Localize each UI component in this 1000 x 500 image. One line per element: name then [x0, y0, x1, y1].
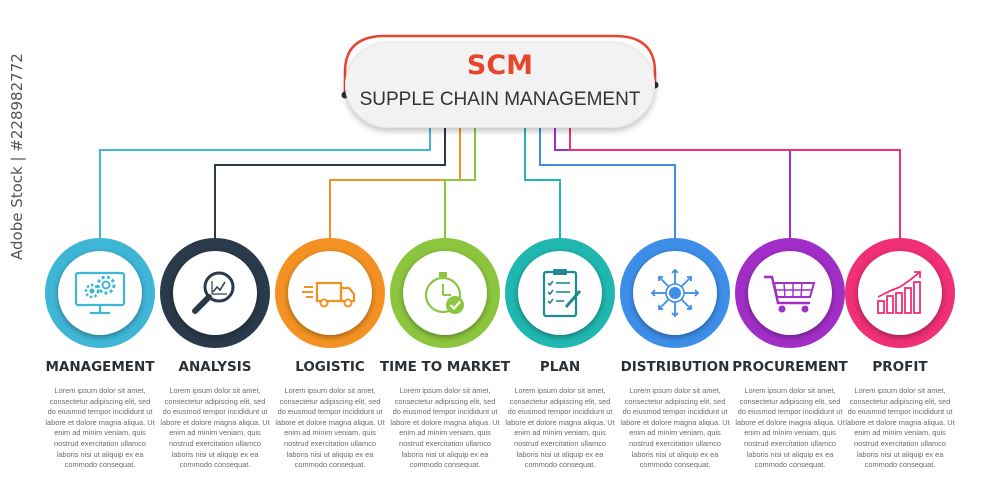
step-label: TIME TO MARKET [379, 359, 511, 375]
step-ring [275, 238, 385, 348]
scm-header-pill: SCM SUPPLE CHAIN MANAGEMENT [345, 42, 655, 128]
step-description: Lorem ipsum dolor sit amet, consectetur … [505, 386, 615, 470]
connector-line [524, 128, 561, 238]
step-description: Lorem ipsum dolor sit amet, consectetur … [390, 386, 500, 470]
delivery-truck-icon [302, 281, 356, 308]
step-description: Lorem ipsum dolor sit amet, consectetur … [160, 386, 270, 470]
stock-watermark: Adobe Stock | #228982772 [8, 53, 26, 260]
connector-line [444, 128, 476, 238]
growth-chart-icon [877, 271, 921, 314]
step-label: PLAN [539, 359, 581, 375]
step-disc [288, 251, 372, 335]
step-label: LOGISTIC [295, 359, 365, 375]
step-ring [620, 238, 730, 348]
scm-title: SCM [466, 50, 534, 81]
step-disc [518, 251, 602, 335]
connector-line [214, 128, 446, 238]
connector-line [329, 128, 461, 238]
step-ring [735, 238, 845, 348]
step-ring [45, 238, 155, 348]
step-description: Lorem ipsum dolor sit amet, consectetur … [735, 386, 845, 470]
connector-line [99, 128, 431, 238]
step-description: Lorem ipsum dolor sit amet, consectetur … [620, 386, 730, 470]
step-ring [845, 238, 955, 348]
step-disc [633, 251, 717, 335]
step-label: PROCUREMENT [732, 359, 848, 375]
connector-line [569, 128, 901, 238]
step-label: DISTRIBUTION [620, 359, 730, 375]
distribution-arrows-icon [650, 268, 700, 318]
step-disc [173, 251, 257, 335]
step-disc [858, 251, 942, 335]
monitor-gears-icon [74, 271, 126, 315]
step-label: PROFIT [872, 359, 928, 375]
step-disc [403, 251, 487, 335]
connector-line [554, 128, 791, 238]
stopwatch-check-icon [424, 272, 464, 314]
connector-line [539, 128, 676, 238]
step-label: ANALYSIS [178, 359, 252, 375]
clipboard-checklist-icon [542, 269, 582, 318]
step-description: Lorem ipsum dolor sit amet, consectetur … [275, 386, 385, 470]
step-disc [748, 251, 832, 335]
magnifier-chart-icon [192, 271, 235, 314]
step-disc [58, 251, 142, 335]
step-label: MANAGEMENT [45, 359, 155, 375]
step-ring [505, 238, 615, 348]
step-ring [390, 238, 500, 348]
step-ring [160, 238, 270, 348]
step-description: Lorem ipsum dolor sit amet, consectetur … [845, 386, 955, 470]
header-arc-top [343, 34, 657, 95]
step-description: Lorem ipsum dolor sit amet, consectetur … [45, 386, 155, 470]
shopping-cart-icon [764, 275, 816, 313]
scm-subtitle: SUPPLE CHAIN MANAGEMENT [359, 89, 641, 110]
